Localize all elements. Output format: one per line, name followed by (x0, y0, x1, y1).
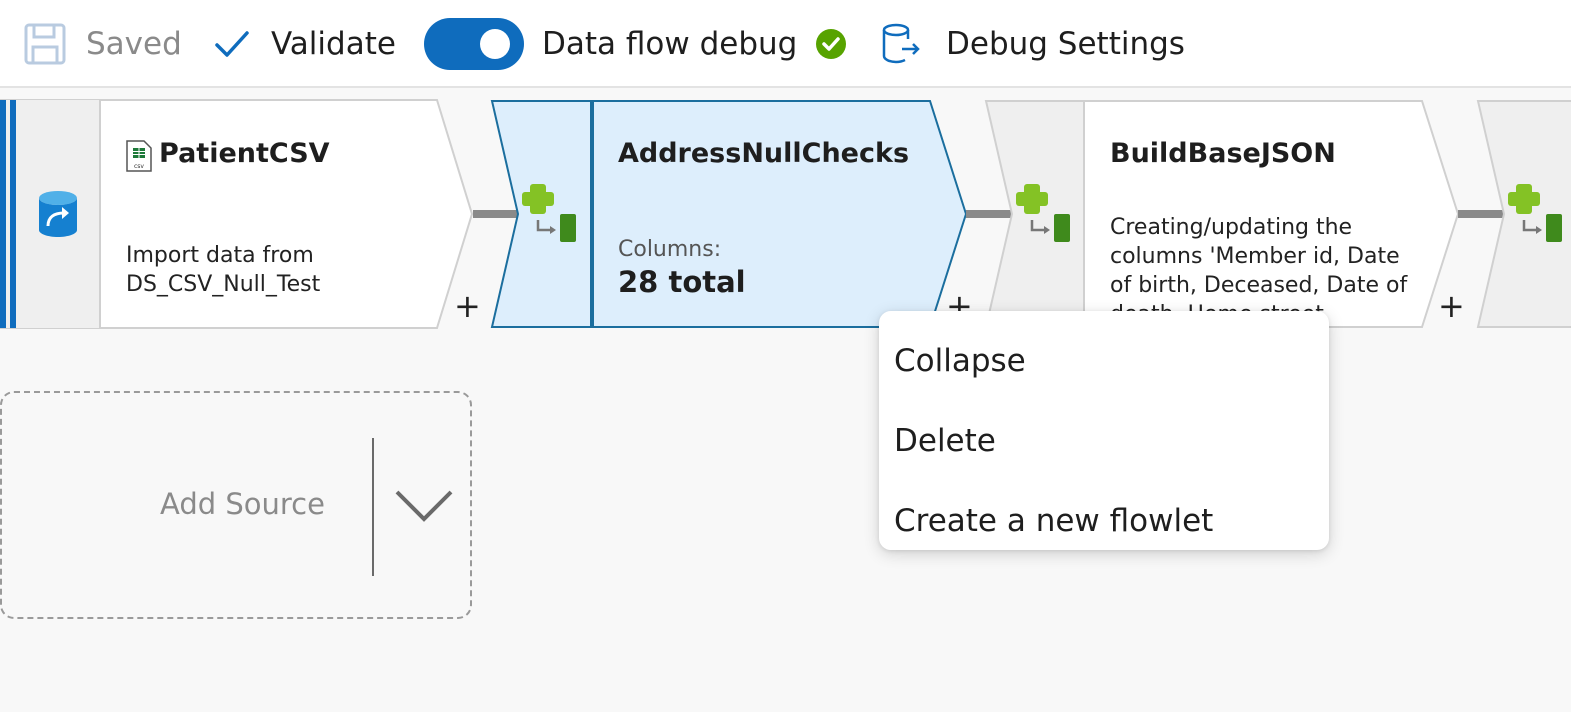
transform-node-addressnullchecks[interactable]: AddressNullChecks Columns: 28 total + (490, 100, 973, 328)
menu-item-create-flowlet[interactable]: Create a new flowlet (894, 503, 1214, 539)
node-description: Creating/updating the columns 'Member id… (1110, 215, 1408, 326)
connector-line (966, 210, 1012, 218)
menu-item-delete[interactable]: Delete (894, 423, 996, 459)
transform-node-partial[interactable] (1476, 100, 1571, 328)
node-description-clip: Creating/updating the columns 'Member id… (1110, 213, 1415, 326)
columns-count: 28 total (618, 265, 746, 299)
data-flow-debug-label: Data flow debug (542, 26, 798, 62)
transform-node-buildbasejson[interactable]: BuildBaseJSON Creating/updating the colu… (984, 100, 1465, 328)
transform-icon (1016, 184, 1070, 242)
add-source-label: Add Source (160, 487, 325, 521)
chevron-down-icon[interactable] (394, 489, 454, 525)
source-database-icon (39, 191, 77, 237)
context-menu: Collapse Delete Create a new flowlet (879, 311, 1329, 550)
add-transform-button[interactable]: + (1438, 287, 1465, 325)
csv-file-icon: csv (126, 140, 152, 172)
debug-settings-button[interactable]: Debug Settings (880, 0, 1185, 88)
data-flow-debug-toggle[interactable] (424, 18, 524, 70)
connector-line (473, 210, 519, 218)
source-node-patientcsv[interactable]: csv PatientCSV Import data from DS_CSV_N… (0, 99, 481, 329)
saved-label: Saved (86, 26, 182, 62)
add-source-divider (372, 438, 374, 576)
save-icon (24, 23, 66, 65)
node-title: AddressNullChecks (618, 138, 910, 169)
validate-button[interactable]: Validate (214, 0, 396, 88)
transform-icon (1508, 184, 1562, 242)
data-flow-debug-toggle-group: Data flow debug (424, 0, 847, 88)
toolbar: Saved Validate Data flow debug Debug Set… (0, 0, 1571, 88)
node-description: Import data from DS_CSV_Null_Test (126, 243, 321, 297)
columns-label: Columns: (618, 237, 722, 262)
svg-text:csv: csv (134, 163, 144, 170)
transform-node-shape (490, 100, 968, 328)
validate-label: Validate (271, 26, 396, 62)
debug-settings-label: Debug Settings (946, 26, 1185, 62)
save-button[interactable]: Saved (24, 0, 182, 88)
toggle-knob (480, 29, 510, 59)
menu-item-collapse[interactable]: Collapse (894, 343, 1026, 379)
add-transform-button[interactable]: + (454, 287, 481, 325)
debug-settings-icon (882, 23, 920, 64)
success-check-icon (816, 29, 847, 59)
connector-line (1458, 210, 1504, 218)
transform-icon (522, 184, 576, 242)
node-title: BuildBaseJSON (1110, 138, 1336, 169)
add-source-box[interactable]: Add Source (0, 391, 472, 619)
node-title: PatientCSV (159, 138, 330, 169)
checkmark-icon (215, 31, 249, 57)
